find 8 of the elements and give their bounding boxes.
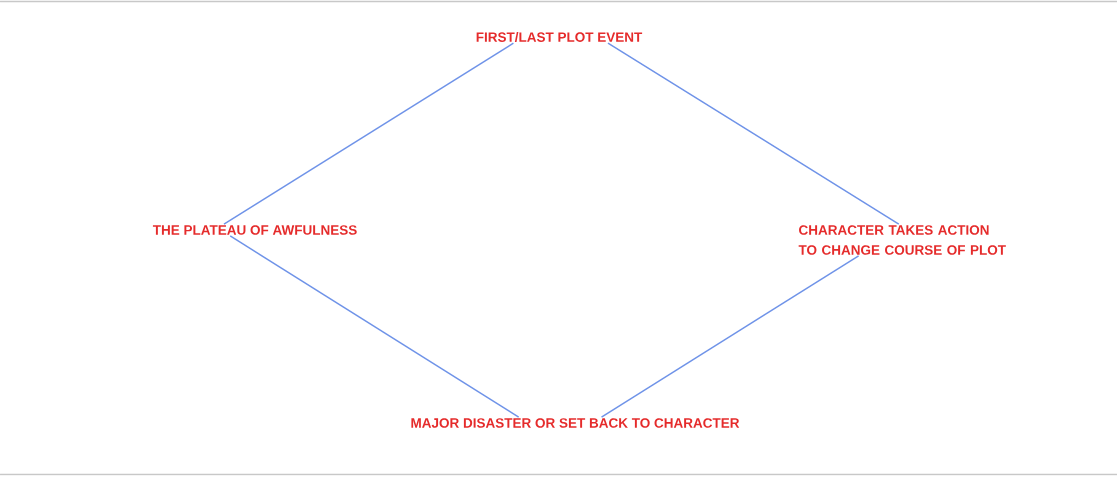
plot-point-label: THE PLATEAU OF AWFULNESS <box>152 225 357 235</box>
connector-line <box>223 42 515 225</box>
connector-line <box>600 255 860 418</box>
plot-point-label: CHARACTER TAKES ACTION TO CHANGE COURSE OF PLOT <box>798 225 1006 255</box>
connector-line <box>229 235 520 418</box>
plot-point-label: MAJOR DISASTER OR SET BACK TO CHARACTER <box>411 418 740 428</box>
connector-line <box>607 42 900 225</box>
plot-point-label: FIRST/LAST PLOT EVENT <box>476 31 643 42</box>
